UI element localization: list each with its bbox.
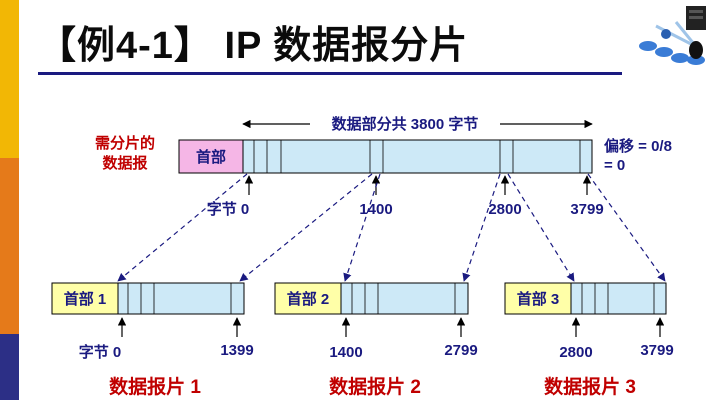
original-header-label: 首部 [196,148,226,166]
fragment-2-end-label: 2799 [444,342,477,359]
mapping-lines [117,173,666,282]
fragment-2-header-label: 首部 2 [287,290,330,308]
original-dividers [253,140,581,173]
fragment-2-header [274,282,342,315]
fragment-2-name: 数据报片 2 [329,375,421,398]
map-frag3-start [507,173,575,282]
original-data [242,139,593,174]
fragment-3-end-label: 3799 [640,342,673,359]
original-header [178,139,244,174]
map-frag3-end [587,173,666,282]
fragment-3-header-label: 首部 3 [517,290,560,308]
offset-line2: = 0 [604,157,625,174]
fragment-2-start-label: 1400 [329,344,362,361]
marker-3799-label: 3799 [570,201,603,218]
map-frag1-end [239,173,373,282]
side-bar-navy [0,334,19,400]
fragment-3-data [570,282,667,315]
marker-2800-label: 2800 [488,201,521,218]
original-caption-line2: 数据报 [102,154,147,172]
fragment-1-end-label: 1399 [220,342,253,359]
side-bar-gold [0,0,19,158]
network-logo-icon [639,6,706,65]
marker-0-label: 字节 0 [207,200,250,218]
fragment-1-header [51,282,119,315]
data-span-label: 数据部分共 3800 字节 [332,115,479,133]
fragment-1-data [117,282,245,315]
fragment-1-header-label: 首部 1 [64,290,107,308]
fragment-2-data [340,282,469,315]
offset-line1: 偏移 = 0/8 [604,137,672,155]
side-bar-orange [0,158,19,334]
map-frag2-end [462,173,501,282]
side-bar [0,0,19,400]
fragment-1-start-label: 字节 0 [79,343,122,361]
map-frag1-start [117,173,248,282]
fragment-1-name: 数据报片 1 [109,375,201,398]
fragment-3-name: 数据报片 3 [544,375,636,398]
marker-1400-label: 1400 [359,201,392,218]
fragment-3: 首部 3 2800 3799 数据报片 3 [504,282,674,398]
map-frag2-start [343,173,381,282]
original-caption-line1: 需分片的 [95,134,155,152]
fragment-2: 首部 2 1400 2799 数据报片 2 [274,282,478,398]
fragment-3-start-label: 2800 [559,344,592,361]
page-title: 【例4-1】 IP 数据报分片 [38,25,469,67]
fragment-1: 首部 1 字节 0 1399 数据报片 1 [51,282,254,398]
title-rule [38,72,622,75]
fragment-3-header [504,282,572,315]
